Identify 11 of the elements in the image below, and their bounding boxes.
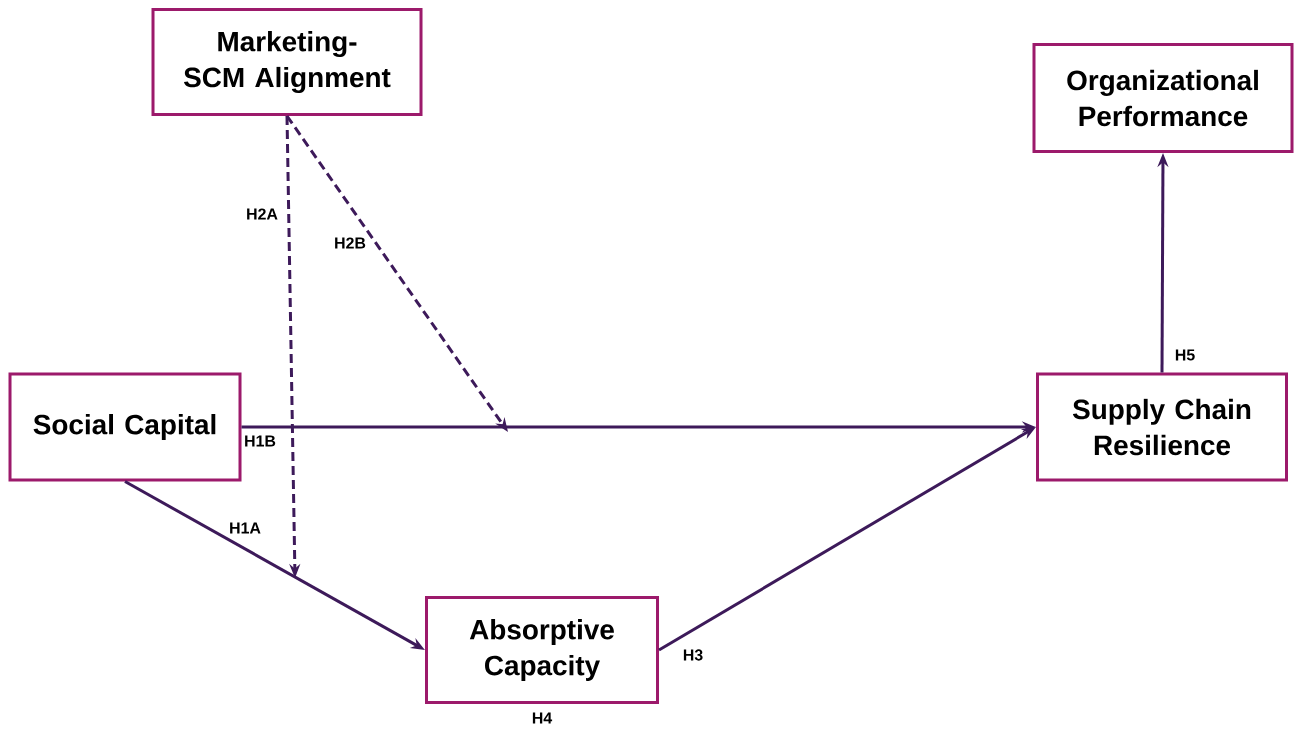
edge-label: H2A [245,207,279,221]
concept-box: Marketing-SCM Alignment [151,8,423,116]
concept-box: Absorptive Capacity [425,596,659,704]
edge-label: H3 [681,648,705,662]
concept-box: Organizational Performance [1032,43,1294,153]
edge-label: H1B [243,434,277,448]
edge-label: H5 [1173,348,1197,362]
edge-label: H2B [333,236,367,250]
concept-box: Social Capital [8,372,242,482]
edge-label: H1A [228,521,262,535]
concept-box: Supply Chain Resilience [1036,372,1288,482]
